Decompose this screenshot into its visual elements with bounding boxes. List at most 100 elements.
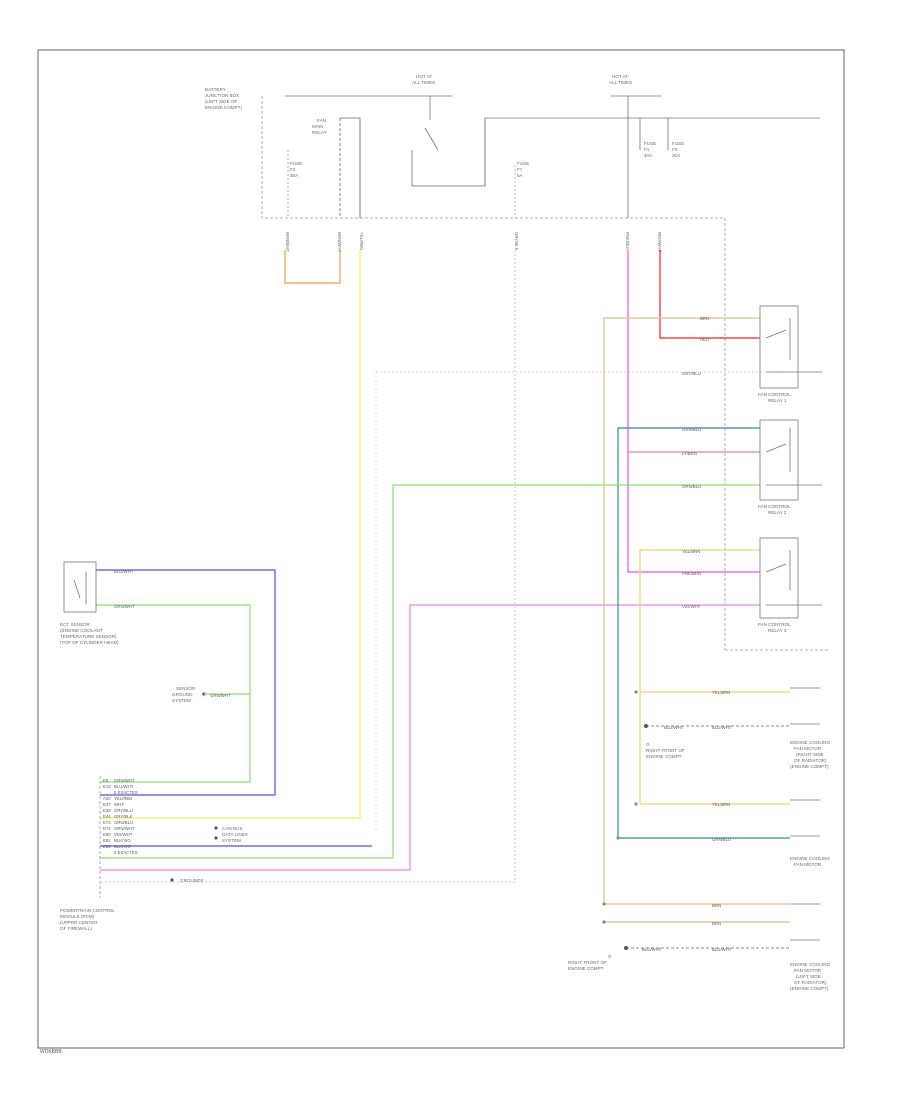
connector-code: YEL/RED [359,232,364,250]
wires [96,250,790,923]
pcm-pin-number: E81 [103,838,111,843]
pcm-pin-wire: GRN/WHT [114,778,135,783]
yellow-fan2-wire [639,692,790,805]
wire-label: BRN [712,921,721,926]
grounds-label: GROUNDS [180,878,203,883]
pcm-pin-wire: GRN/BLU [114,820,133,825]
pcm-pin-number: E82 [103,844,111,849]
pcm-pin-wire: GRY/BLK [114,814,133,819]
connector-code: BRN/WHT [285,232,290,252]
splice-point [602,902,606,906]
pcm-pin-wire: 5 EXACTES [114,850,138,855]
pcm-pin-wire: GRN/WHT [114,826,135,831]
wire-label: BLU/WHT [642,947,662,952]
pink-pcm-wire [100,604,760,871]
splice-point [170,878,174,882]
ground-point [624,946,628,950]
red-wire [659,250,760,339]
wire-label: PNK/BRN [682,571,701,576]
diagram-code: WDKBBB [40,1049,62,1055]
pcm-pin-number: E44 [103,814,111,819]
wire-label: YEL/BRN [712,690,730,695]
relay-wire-labels: BRN RED GRY/BLU GRN/BLU LT/BRN GRN/BLU Y… [682,316,709,609]
pcm-pin-wire: BLK/VIO [114,838,131,843]
pcm-pin-wire: WHT [114,802,124,807]
pink-wire [627,250,760,573]
wire-label: BLU/WHT [712,947,732,952]
wire-label: RED [700,337,709,342]
wire-label: BLU/WHT [114,569,134,574]
wire-label: BLU/WHT [712,725,732,730]
pcm-pin-number: E80 [103,832,111,837]
violet-wire [96,569,276,796]
teal-pcm-wire [100,494,405,864]
wire-label: YEL/BRN [682,549,700,554]
ect-sensor [63,561,97,613]
yellow-relay-wire [639,549,790,693]
yellow-wire [100,250,361,819]
pcm-pin-number: E38 [103,808,111,813]
connector-codes: BRN/WHT BRN/WHT YEL/RED GRY/BLK PNK/BLK … [285,232,662,252]
ground-point [644,724,648,728]
diagram-border [37,49,845,1049]
green-wire [100,484,760,859]
fan-motors [626,687,820,949]
motor-wire-labels: YEL/BRN BLU/WHT BLU/WHT YEL/BRN GRN/BLU … [642,690,732,952]
wire-label: GRN/BLU [712,837,731,842]
pcm-pin-number: A20 [103,796,111,801]
brown-wire [603,317,790,905]
wire-label: GRY/BLU [682,371,701,376]
connector-code: BRN/WHT [337,232,342,252]
splice-point [616,836,620,840]
fan-control-relays [759,305,822,619]
pcm-pin-wire: VIO/WHT [114,832,133,837]
orange-wire [284,250,341,284]
pcm-pin-wire: GRY/BLU [114,808,133,813]
pcm-pin-number: E13 [103,784,111,789]
pcm-pin-number: E73 [103,820,111,825]
wire-label: BLU/WHT [664,725,684,730]
pcm-pin-number: E6 [103,778,109,783]
connector-code: GRY/BLK [514,232,519,251]
splice-point [214,826,218,830]
wire-label: LT/BRN [682,451,697,456]
pcm-pin-wire: BLU/WHT [114,784,134,789]
wire-label: GRN/WHT [114,604,135,609]
splice-point [634,690,638,694]
wire-label: GRN/BLU [682,484,701,489]
pcm-pin-number: E37 [103,802,111,807]
pcm-pin-wire: BLK/VIO [114,844,131,849]
wire-label: GRN/BLU [682,427,701,432]
wire-label: BRN [700,316,709,321]
pcm-pin-wire: YEL/RED [114,796,132,801]
pcm-pin-number: E74 [103,826,111,831]
teal-wire [617,427,790,839]
splice-point [602,920,606,924]
pcm-pin-wire: 5 EXACTES [114,790,138,795]
splice-point [214,836,218,840]
connector-code: RED/WHT [657,232,662,252]
splice-point [634,802,638,806]
wire-label: VIO/WHT [682,604,701,609]
